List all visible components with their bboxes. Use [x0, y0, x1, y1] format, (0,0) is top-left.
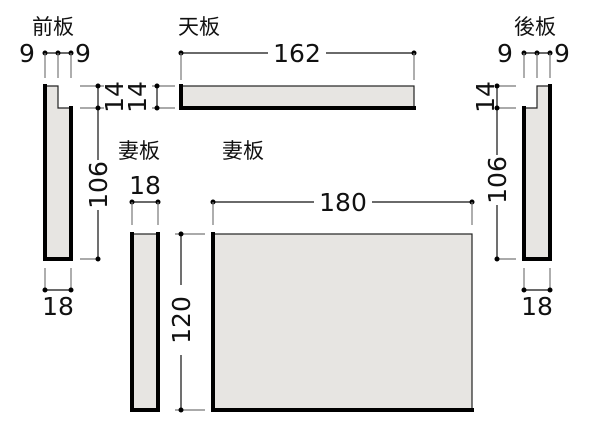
- side-small-shape: [131, 233, 159, 411]
- front-dim-9-right: 9: [75, 39, 91, 68]
- back-dim-9-right: 9: [554, 39, 570, 68]
- top-panel-shape: [180, 85, 415, 109]
- side-large-dim-120: 120: [167, 296, 196, 344]
- front-dim-14: 14: [100, 81, 129, 113]
- back-dim-9-left: 9: [497, 39, 513, 68]
- front-panel-group: 前板 9 9 14 106 18: [19, 15, 129, 321]
- back-panel-group: 後板 9 9 14 106 18: [471, 15, 570, 321]
- side-large-label: 妻板: [222, 139, 264, 163]
- back-dim-18: 18: [521, 292, 553, 321]
- side-small-label: 妻板: [118, 139, 160, 163]
- front-panel-shape: [44, 85, 72, 260]
- side-panel-small-group: 妻板 18: [118, 139, 161, 412]
- front-panel-label: 前板: [32, 15, 74, 39]
- top-panel-group: 天板 162 14: [123, 15, 417, 113]
- back-dim-14: 14: [471, 81, 500, 113]
- front-dim-9-left: 9: [19, 39, 35, 68]
- back-panel-shape: [523, 85, 551, 260]
- side-large-shape: [212, 233, 473, 411]
- front-dim-18: 18: [42, 292, 74, 321]
- side-large-dim-180: 180: [319, 188, 367, 217]
- back-panel-label: 後板: [514, 15, 556, 39]
- back-dim-106: 106: [483, 156, 512, 204]
- side-small-dim-18: 18: [129, 171, 161, 200]
- side-panel-large-group: 妻板 180 120: [167, 139, 475, 413]
- top-dim-162: 162: [273, 39, 321, 68]
- front-dim-106: 106: [84, 161, 113, 209]
- top-dim-14: 14: [123, 81, 152, 113]
- top-panel-label: 天板: [178, 15, 220, 39]
